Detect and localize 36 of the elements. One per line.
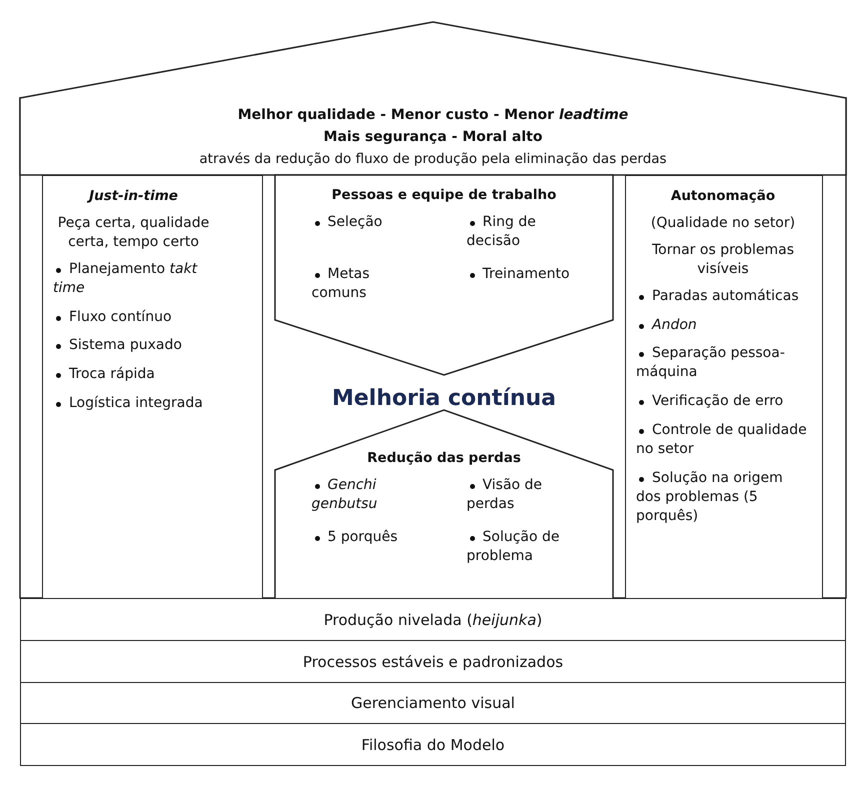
bullet-item: Andon xyxy=(636,316,810,334)
bullet-item: Ring de decisão xyxy=(466,213,576,251)
roof-text: Mais segurança - Moral alto xyxy=(324,129,542,145)
bullet-item: Separação pessoa-máquina xyxy=(636,344,810,382)
section-title: Pessoas e equipe de trabalho xyxy=(332,187,556,203)
foundation-band: Processos estáveis e padronizados xyxy=(20,640,846,683)
bullet-item: Treinamento xyxy=(466,264,576,303)
center-title: Melhoria contínua xyxy=(332,386,556,411)
pillar-subtitle: Peça certa, qualidade certa, tempo certo xyxy=(56,214,210,252)
bullet-item: 5 porquês xyxy=(312,528,416,566)
section-title: Redução das perdas xyxy=(367,450,521,466)
bullet-item: Troca rápida xyxy=(53,365,214,384)
bullet-item: Controle de qualidade no setor xyxy=(636,421,810,459)
bullet-item: Genchi genbutsu xyxy=(312,476,416,514)
pillar-subtitle: (Qualidade no setor) xyxy=(650,214,796,233)
bullet-item: Metas comuns xyxy=(312,264,416,303)
foundation-band: Produção nivelada (heijunka) xyxy=(20,598,846,641)
roof-text: Melhor qualidade - Menor custo - Menor leadtime xyxy=(238,107,628,123)
bullet-item: Verificação de erro xyxy=(636,392,810,412)
pillar-title: Autonomação xyxy=(670,188,776,204)
bullet-item: Logística integrada xyxy=(53,394,214,414)
bullet-item: Fluxo contínuo xyxy=(53,308,214,326)
pillar-title: Just-in-time xyxy=(86,188,179,204)
bullet-item: Sistema puxado xyxy=(53,336,214,356)
pillar-subtitle: Tornar os problemas visíveis xyxy=(650,240,796,279)
bullet-item: Solução na origem dos problemas (5 porquês) xyxy=(636,468,810,526)
roof-text: através da redução do fluxo de produção pela eliminação das perdas xyxy=(199,151,667,167)
pillar-box xyxy=(625,175,823,599)
bullet-item: Paradas automáticas xyxy=(636,286,810,306)
bullet-item: Solução de problema xyxy=(466,528,576,566)
pillar-box xyxy=(42,175,263,599)
bullet-item: Planejamento takt time xyxy=(53,260,214,298)
foundation-band: Filosofia do Modelo xyxy=(20,723,846,766)
bullet-item: Visão de perdas xyxy=(466,476,576,514)
bullet-item: Seleção xyxy=(312,213,416,251)
foundation-band: Gerenciamento visual xyxy=(20,682,846,724)
